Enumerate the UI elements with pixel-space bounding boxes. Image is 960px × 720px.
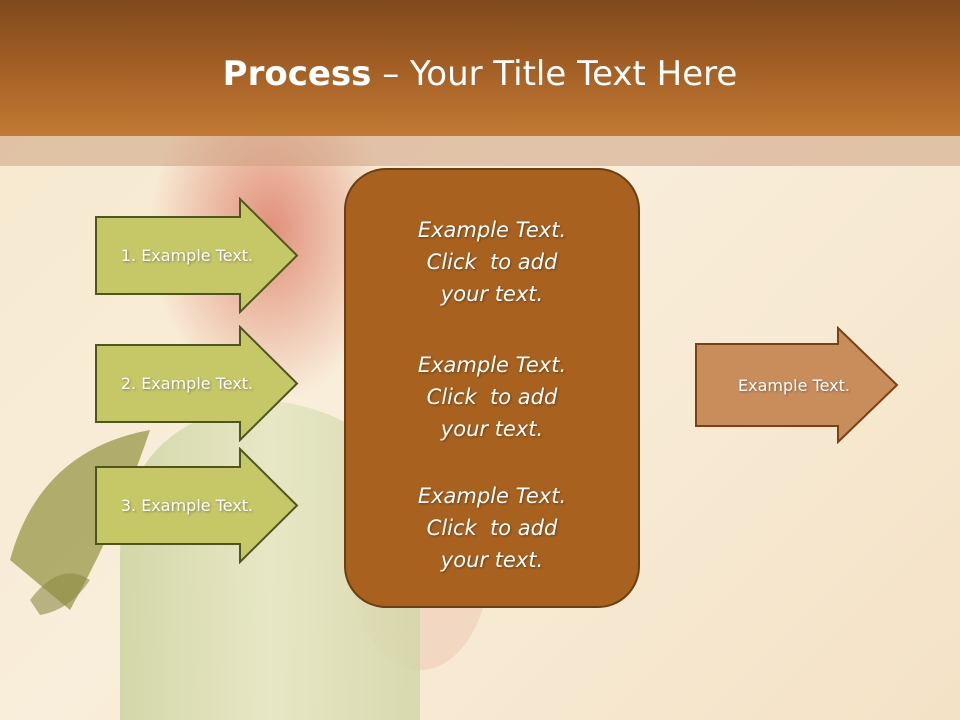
arrow-shape-icon xyxy=(95,197,299,314)
center-text-block-3: Example Text. Click to add your text. xyxy=(346,480,638,576)
center-text-box[interactable]: Example Text. Click to add your text. Ex… xyxy=(344,168,640,608)
block-line: Click to add xyxy=(426,250,558,274)
result-label: Example Text. xyxy=(738,375,850,395)
title-rest: Your Title Text Here xyxy=(410,54,738,94)
arrow-shape-icon xyxy=(95,325,299,442)
block-line: your text. xyxy=(440,282,544,306)
step-label-2: 2. Example Text. xyxy=(120,374,254,393)
slide-title[interactable]: Process – Your Title Text Here xyxy=(0,50,960,98)
block-line: your text. xyxy=(440,548,544,572)
step-label-1: 1. Example Text. xyxy=(120,246,254,265)
step-arrow-3[interactable]: 3. Example Text. xyxy=(94,447,300,564)
result-arrow[interactable]: Example Text. xyxy=(694,326,900,444)
title-dash: – xyxy=(371,54,411,94)
step-arrow-2[interactable]: 2. Example Text. xyxy=(94,325,300,442)
block-line: Example Text. xyxy=(417,353,567,377)
title-bar xyxy=(0,0,960,136)
arrow-shape-icon xyxy=(95,447,299,564)
block-line: Click to add xyxy=(426,385,558,409)
title-bar-band xyxy=(0,136,960,166)
center-text-block-2: Example Text. Click to add your text. xyxy=(346,349,638,445)
center-text-block-1: Example Text. Click to add your text. xyxy=(346,214,638,310)
block-line: Click to add xyxy=(426,516,558,540)
arrow-shape-icon xyxy=(695,326,899,444)
block-line: Example Text. xyxy=(417,218,567,242)
step-arrow-1[interactable]: 1. Example Text. xyxy=(94,197,300,314)
block-line: Example Text. xyxy=(417,484,567,508)
step-label-3: 3. Example Text. xyxy=(120,496,254,515)
block-line: your text. xyxy=(440,417,544,441)
title-bold: Process xyxy=(222,54,372,94)
